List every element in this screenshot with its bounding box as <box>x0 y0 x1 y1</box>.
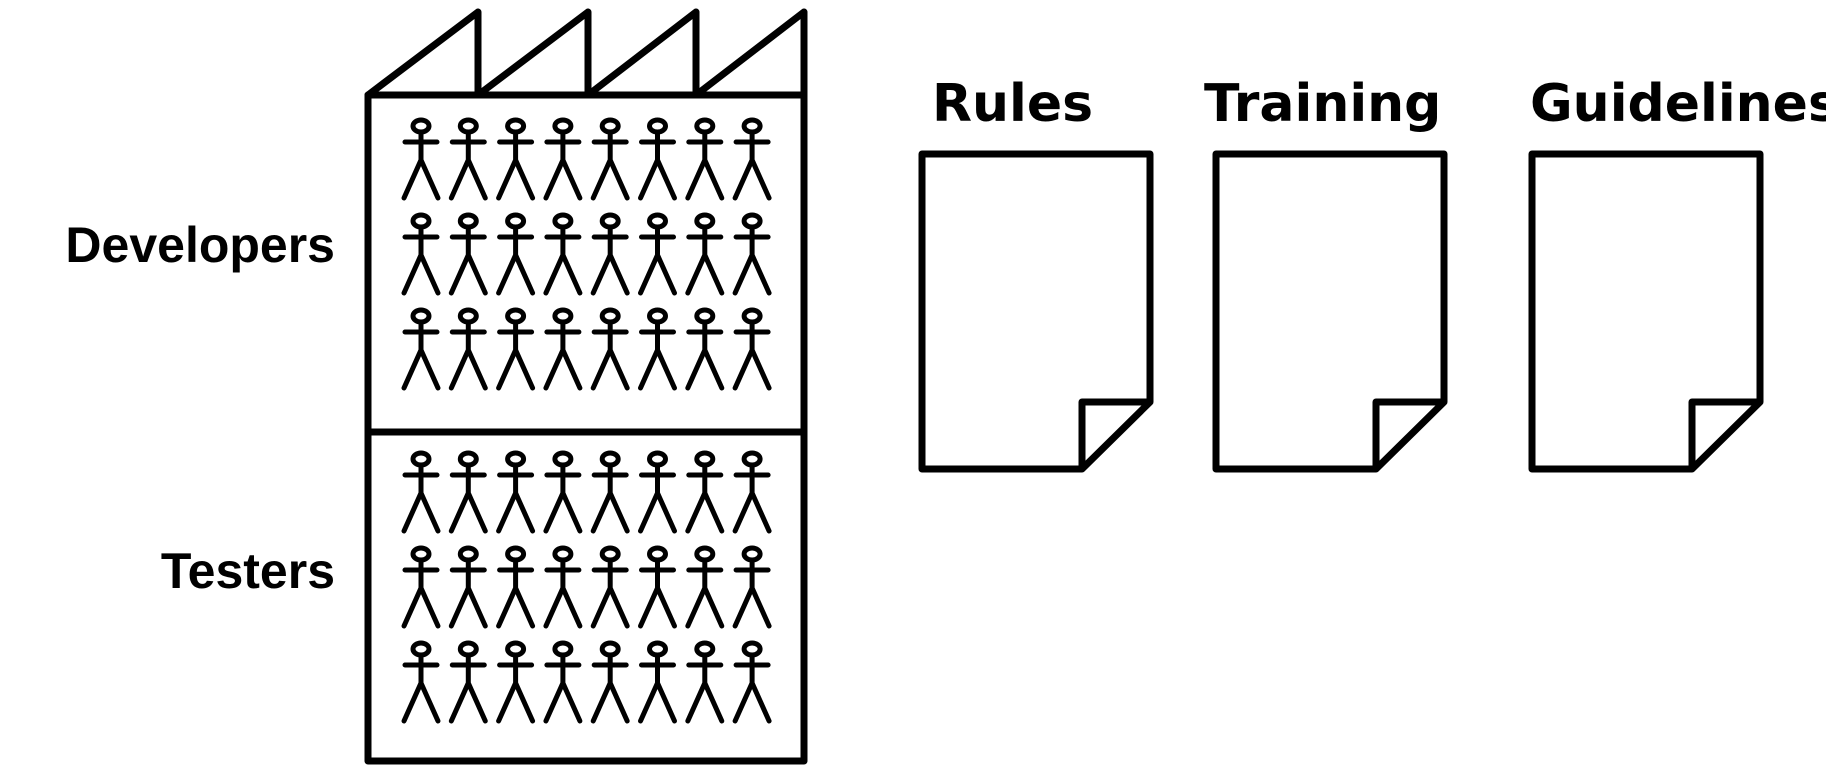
person-icon <box>590 545 630 629</box>
person-icon <box>638 117 677 201</box>
person-icon <box>685 450 725 534</box>
person-icon <box>496 307 536 391</box>
person-icon <box>448 307 488 391</box>
person-icon <box>590 640 630 724</box>
person-icon <box>590 307 630 391</box>
person-icon <box>496 545 536 629</box>
person-icon <box>543 212 583 296</box>
person-icon <box>448 545 488 629</box>
person-icon <box>496 640 536 724</box>
person-icon <box>590 212 630 296</box>
document-icon <box>1528 150 1764 473</box>
person-icon <box>448 212 488 296</box>
factory-body <box>364 91 808 765</box>
document-label-guidelines: Guidelines <box>1530 74 1826 134</box>
person-icon <box>732 545 772 629</box>
person-icon <box>638 450 677 534</box>
person-icon <box>638 307 677 391</box>
person-icon <box>685 307 725 391</box>
document-training: Training <box>1204 74 1448 473</box>
factory-icon <box>364 8 808 765</box>
person-icon <box>732 117 772 201</box>
person-icon <box>732 212 772 296</box>
person-icon <box>401 117 441 201</box>
person-icon <box>543 117 583 201</box>
document-label-rules: Rules <box>932 74 1093 134</box>
developers-label: Developers <box>65 217 335 273</box>
person-icon <box>685 117 725 201</box>
person-icon <box>543 450 583 534</box>
document-rules: Rules <box>918 74 1154 473</box>
person-icon <box>732 450 772 534</box>
person-icon <box>401 450 441 534</box>
person-icon <box>401 307 441 391</box>
testers-label: Testers <box>161 543 335 599</box>
person-icon <box>732 307 772 391</box>
person-icon <box>496 450 536 534</box>
person-icon <box>448 450 488 534</box>
person-icon <box>685 212 725 296</box>
person-icon <box>638 212 677 296</box>
person-icon <box>401 212 441 296</box>
person-icon <box>496 212 536 296</box>
person-icon <box>590 117 630 201</box>
person-icon <box>638 545 677 629</box>
person-icon <box>401 545 441 629</box>
person-icon <box>543 640 583 724</box>
person-icon <box>638 640 677 724</box>
document-icon <box>1212 150 1448 473</box>
person-icon <box>732 640 772 724</box>
person-icon <box>401 640 441 724</box>
person-icon <box>543 545 583 629</box>
document-guidelines: Guidelines <box>1528 74 1826 473</box>
person-icon <box>496 117 536 201</box>
document-label-training: Training <box>1204 74 1441 134</box>
person-icon <box>448 640 488 724</box>
person-icon <box>543 307 583 391</box>
person-icon <box>448 117 488 201</box>
people-grid <box>401 117 772 724</box>
factory-roof <box>364 8 808 99</box>
person-icon <box>685 640 725 724</box>
document-icon <box>918 150 1154 473</box>
person-icon <box>590 450 630 534</box>
person-icon <box>685 545 725 629</box>
